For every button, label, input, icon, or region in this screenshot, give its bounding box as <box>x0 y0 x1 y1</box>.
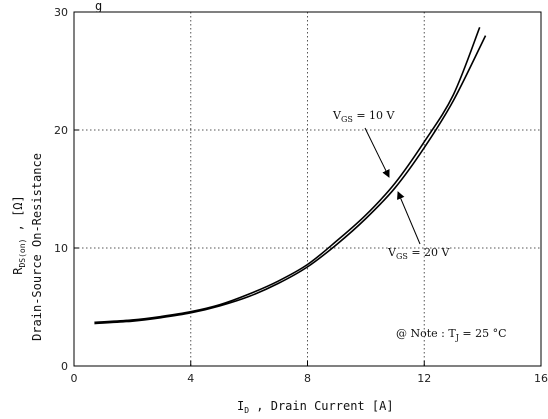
x-label-sub: D <box>244 406 249 415</box>
y-tick-label-3: 30 <box>54 6 68 19</box>
x-tick-label-3: 12 <box>417 372 431 385</box>
y-label-symbol: R <box>11 267 25 275</box>
x-axis-label: ID , Drain Current [A] <box>237 399 394 415</box>
y-tick-label-0: 0 <box>61 360 68 373</box>
vgs10-arrow <box>364 127 390 178</box>
vgs20-arrow <box>397 191 421 245</box>
svg-text:VGS = 20 V: VGS = 20 V <box>387 246 451 261</box>
svg-text:VGS = 10 V: VGS = 10 V <box>332 109 396 124</box>
y-label-sub: DS(on) <box>18 239 27 268</box>
vgs20-label-sub: GS <box>396 252 408 261</box>
x-label-rest: , Drain Current [A] <box>249 399 394 413</box>
series-line-0 <box>94 27 481 324</box>
vgs20-label-post: = 20 V <box>408 246 451 259</box>
x-tick-label-1: 4 <box>187 372 194 385</box>
x-tick-label-0: 0 <box>71 372 78 385</box>
y-axis-label-group: RDS(on) , [Ω] Drain-Source On-Resistance <box>11 153 44 341</box>
grid <box>74 12 541 366</box>
annotation-vgs-10: VGS = 10 V <box>332 109 396 178</box>
y-ticks: 0 10 20 30 <box>54 6 79 373</box>
note-pre: @ Note : T <box>396 327 456 340</box>
y-tick-label-1: 10 <box>54 242 68 255</box>
x-tick-label-2: 8 <box>304 372 311 385</box>
x-ticks: 0 4 8 12 16 <box>71 361 548 385</box>
y-label-rest: , [Ω] <box>11 195 25 238</box>
note-annotation: @ Note : TJ = 25 °C <box>396 327 507 342</box>
vgs10-label-sub: GS <box>341 115 353 124</box>
chart-title-fragment: g <box>95 0 102 13</box>
x-label-symbol: I <box>237 399 244 413</box>
y-axis-label: RDS(on) , [Ω] <box>11 195 27 275</box>
series-lines <box>94 27 487 325</box>
y-tick-label-2: 20 <box>54 124 68 137</box>
vgs10-label-pre: V <box>332 109 342 122</box>
note-post: = 25 °C <box>459 327 507 340</box>
vgs20-label-pre: V <box>387 246 397 259</box>
note-sub: J <box>455 333 459 342</box>
svg-text:@ Note : TJ = 25 °C: @ Note : TJ = 25 °C <box>396 327 507 342</box>
vgs10-label-post: = 10 V <box>353 109 396 122</box>
x-tick-label-4: 16 <box>534 372 548 385</box>
annotation-vgs-20: VGS = 20 V <box>387 191 451 261</box>
y-axis-label-line2: Drain-Source On-Resistance <box>30 153 44 341</box>
series-line-1 <box>94 35 487 325</box>
